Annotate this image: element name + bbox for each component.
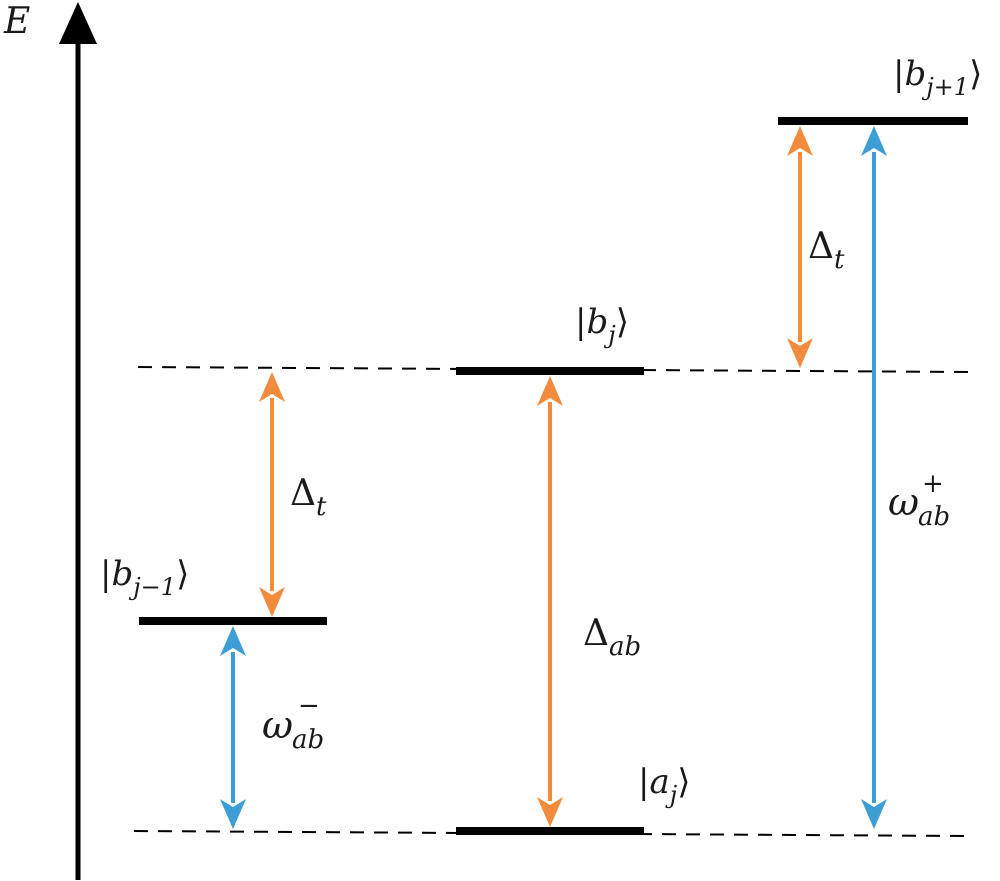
axis-label: E — [3, 1, 30, 42]
label-omega-plus: ω + ab — [888, 469, 950, 532]
arrowhead-down-icon — [861, 799, 887, 829]
label-delta-t-upper: Δt — [808, 226, 845, 275]
arrowhead-down-icon — [787, 338, 813, 368]
state-label-b-j: |bj⟩ — [575, 302, 629, 349]
svg-text:ω: ω — [262, 703, 293, 747]
arrow-delta-t-lower — [259, 372, 285, 617]
arrow-delta-ab — [537, 376, 563, 827]
svg-text:−: − — [298, 691, 320, 721]
arrow-delta-t-upper — [787, 126, 813, 368]
label-delta-ab: Δab — [583, 613, 641, 662]
state-label-b-j-plus-1: |bj+1⟩ — [893, 54, 982, 101]
svg-text:ω: ω — [888, 480, 919, 524]
label-omega-minus: ω − ab — [262, 691, 324, 755]
state-label-b-j-minus-1: |bj−1⟩ — [100, 554, 189, 601]
arrowhead-down-icon — [259, 587, 285, 617]
svg-text:+: + — [922, 469, 944, 499]
arrowhead-up-icon — [787, 126, 813, 156]
arrowhead-up-icon — [537, 376, 563, 406]
svg-text:ab: ab — [918, 502, 950, 532]
arrowhead-up-icon — [861, 126, 887, 156]
arrowhead-down-icon — [220, 799, 246, 829]
arrowhead-down-icon — [537, 797, 563, 827]
label-delta-t-lower: Δt — [290, 473, 327, 522]
arrowhead-up-icon — [259, 372, 285, 402]
arrowhead-up-icon — [220, 626, 246, 656]
axis-arrowhead-icon — [59, 2, 97, 44]
arrow-omega-plus — [861, 126, 887, 829]
energy-axis: E — [3, 1, 97, 880]
arrow-omega-minus — [220, 626, 246, 829]
svg-text:ab: ab — [292, 725, 324, 755]
state-label-a-j: |aj⟩ — [638, 762, 690, 809]
